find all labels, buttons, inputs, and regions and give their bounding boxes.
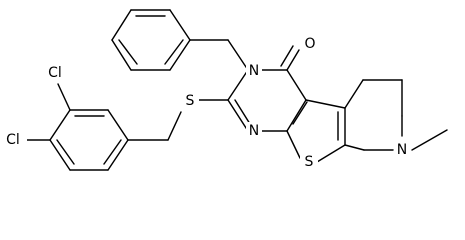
- bond-d6-d1: [107, 139, 129, 171]
- aryl-inner-bond-3: [103, 139, 122, 165]
- bottom-chlorine-label-background: [0, 131, 27, 149]
- bond-ch2-bottom-c7: [344, 144, 365, 151]
- bond-d1-d2: [107, 109, 129, 141]
- top-chlorine-atom-label: Cl: [48, 65, 62, 81]
- bond-c3a-c4a: [305, 99, 346, 109]
- bond-s-ring-c7: [316, 144, 346, 163]
- molecule-svg: O N S N S N Cl Cl: [0, 9, 448, 171]
- bond-b3-b4: [169, 9, 191, 41]
- thioether-sulfur-label-background: [181, 92, 199, 110]
- bond-c3a-ch2-top: [344, 79, 364, 109]
- bond-s-thio-ch2: [167, 111, 182, 141]
- bond-aryl-cl-top: [57, 83, 71, 111]
- bond-b1-b2: [111, 9, 132, 41]
- oxygen-label-background: [301, 35, 319, 53]
- bond-ch2-n-upper: [227, 39, 249, 71]
- bond-c2-n1: [227, 99, 249, 132]
- bond-c2-n1-inner: [234, 99, 251, 125]
- bond-layer: [21, 9, 448, 171]
- bond-c4-c5: [286, 69, 307, 101]
- bond-c7a-c4a-inner: [292, 101, 308, 125]
- ring-sulfur-atom-label: S: [305, 154, 314, 170]
- bond-b6-b1: [111, 39, 132, 71]
- bond-c7a-c4a: [286, 99, 307, 132]
- thioether-sulfur-atom-label: S: [186, 93, 195, 109]
- lower-nitrogen-label-background: [246, 122, 262, 140]
- piperidine-nitrogen-atom-label: N: [397, 142, 407, 158]
- upper-nitrogen-label-background: [246, 62, 262, 80]
- benzyl-inner-bond-3: [118, 39, 138, 65]
- oxygen-atom-label: O: [304, 36, 315, 52]
- bond-d3-d4: [49, 109, 71, 141]
- bottom-chlorine-atom-label: Cl: [6, 132, 20, 148]
- bond-c7a-s-ring: [286, 130, 301, 159]
- lower-nitrogen-atom-label: N: [249, 123, 259, 139]
- atom-label-layer: O N S N S N Cl Cl: [0, 35, 410, 171]
- bond-d4-d5: [49, 139, 71, 171]
- aryl-inner-bond-2: [56, 139, 75, 165]
- bond-n3-c2: [227, 69, 249, 101]
- carbonyl-bond-1: [286, 49, 300, 71]
- top-chlorine-label-background: [42, 64, 68, 82]
- piperidine-nitrogen-label-background: [394, 141, 410, 159]
- chemical-structure-diagram: O N S N S N Cl Cl: [0, 9, 448, 171]
- bond-b4-b5: [169, 39, 191, 71]
- ring-sulfur-label-background: [300, 153, 318, 171]
- upper-nitrogen-atom-label: N: [249, 63, 259, 79]
- bond-n-pip-methyl: [411, 129, 448, 151]
- benzyl-inner-bond-2: [164, 39, 184, 65]
- carbonyl-bond-2: [280, 45, 294, 67]
